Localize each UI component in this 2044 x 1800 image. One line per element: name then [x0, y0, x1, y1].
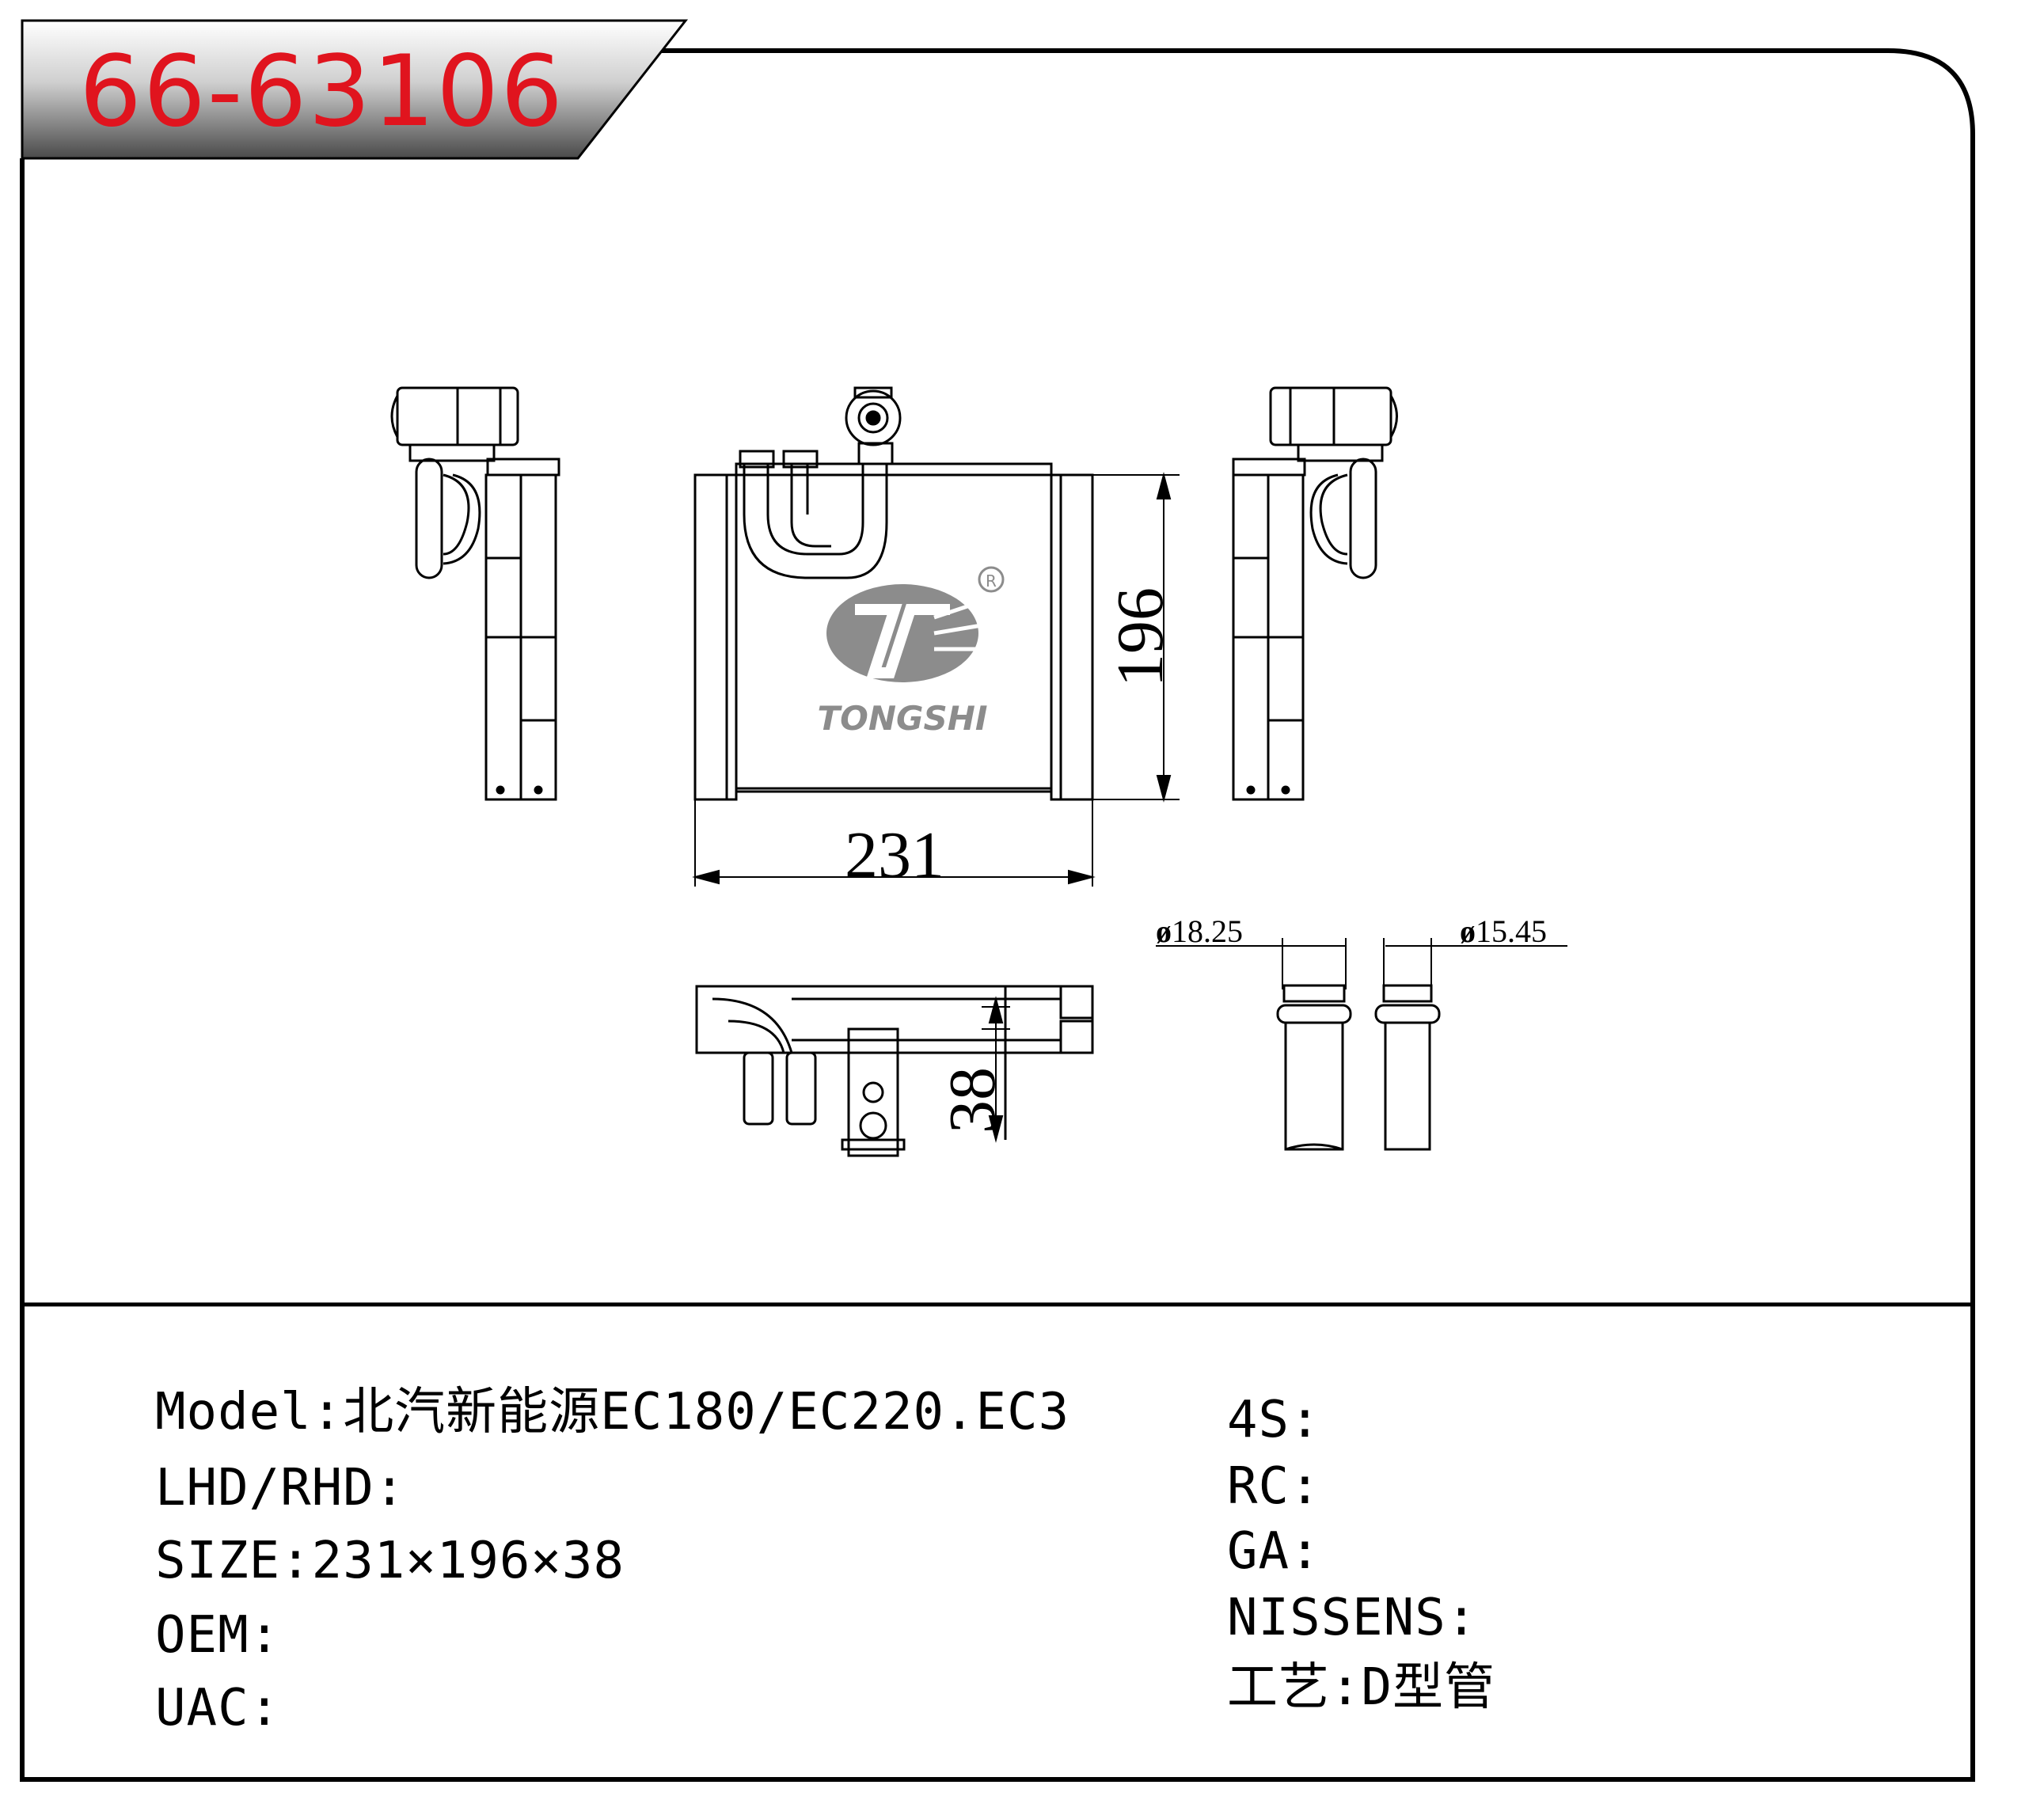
spec-process-label: 工艺:: [1227, 1658, 1362, 1717]
spec-uac: UAC:: [155, 1683, 280, 1734]
part-number: 66-63106: [79, 35, 564, 149]
spec-model-value: 北汽新能源EC180/EC220.EC3: [343, 1383, 1070, 1441]
registered-mark: [978, 566, 1005, 593]
depth-dimension: [982, 996, 1010, 1143]
spec-oem-label: OEM:: [155, 1606, 281, 1665]
right-side-view: [1232, 386, 1398, 801]
spec-process: 工艺:D型管: [1227, 1662, 1495, 1713]
spec-ga-label: GA:: [1227, 1522, 1321, 1581]
spec-lhd-rhd-label: LHD/RHD:: [155, 1459, 406, 1517]
spec-model-label: Model:: [155, 1383, 344, 1441]
pipe-large-diameter: ø18.25: [1156, 913, 1243, 949]
spec-rc: RC:: [1227, 1461, 1321, 1512]
spec-size-value: 231×196×38: [311, 1532, 625, 1590]
height-label: 196: [1104, 587, 1177, 687]
pipe-fitting-large: [1156, 938, 1352, 1151]
pipe-fitting-small: [1374, 938, 1567, 1151]
registered-letter: R: [986, 572, 997, 591]
spec-rc-label: RC:: [1227, 1457, 1321, 1516]
spec-nissens: NISSENS:: [1227, 1593, 1477, 1643]
spec-size: SIZE:231×196×38: [155, 1536, 625, 1586]
part-number-banner: 66-63106: [21, 19, 689, 160]
tongshi-logo: R TONGSHI: [817, 566, 1005, 738]
depth-label: 38: [936, 1067, 1009, 1134]
width-dimension: [692, 799, 1096, 887]
front-view: [693, 386, 1094, 801]
spec-uac-label: UAC:: [155, 1679, 281, 1737]
spec-lhd-rhd: LHD/RHD:: [155, 1463, 405, 1513]
spec-oem: OEM:: [155, 1610, 280, 1661]
spec-4s-label: 4S:: [1227, 1391, 1321, 1449]
left-side-view: [390, 386, 560, 801]
width-label: 231: [845, 818, 944, 892]
spec-4s: 4S:: [1227, 1395, 1321, 1445]
top-view: [695, 985, 1094, 1157]
spec-nissens-label: NISSENS:: [1227, 1589, 1478, 1647]
height-dimension: [1092, 472, 1180, 803]
brand-name: TONGSHI: [817, 699, 987, 738]
frame-border: [20, 48, 1975, 1782]
spec-process-value: D型管: [1361, 1658, 1496, 1717]
spec-ga: GA:: [1227, 1526, 1321, 1577]
spec-model: Model:北汽新能源EC180/EC220.EC3: [155, 1387, 1069, 1437]
pipe-small-diameter: ø15.45: [1460, 913, 1547, 949]
spec-size-label: SIZE:: [155, 1532, 312, 1590]
